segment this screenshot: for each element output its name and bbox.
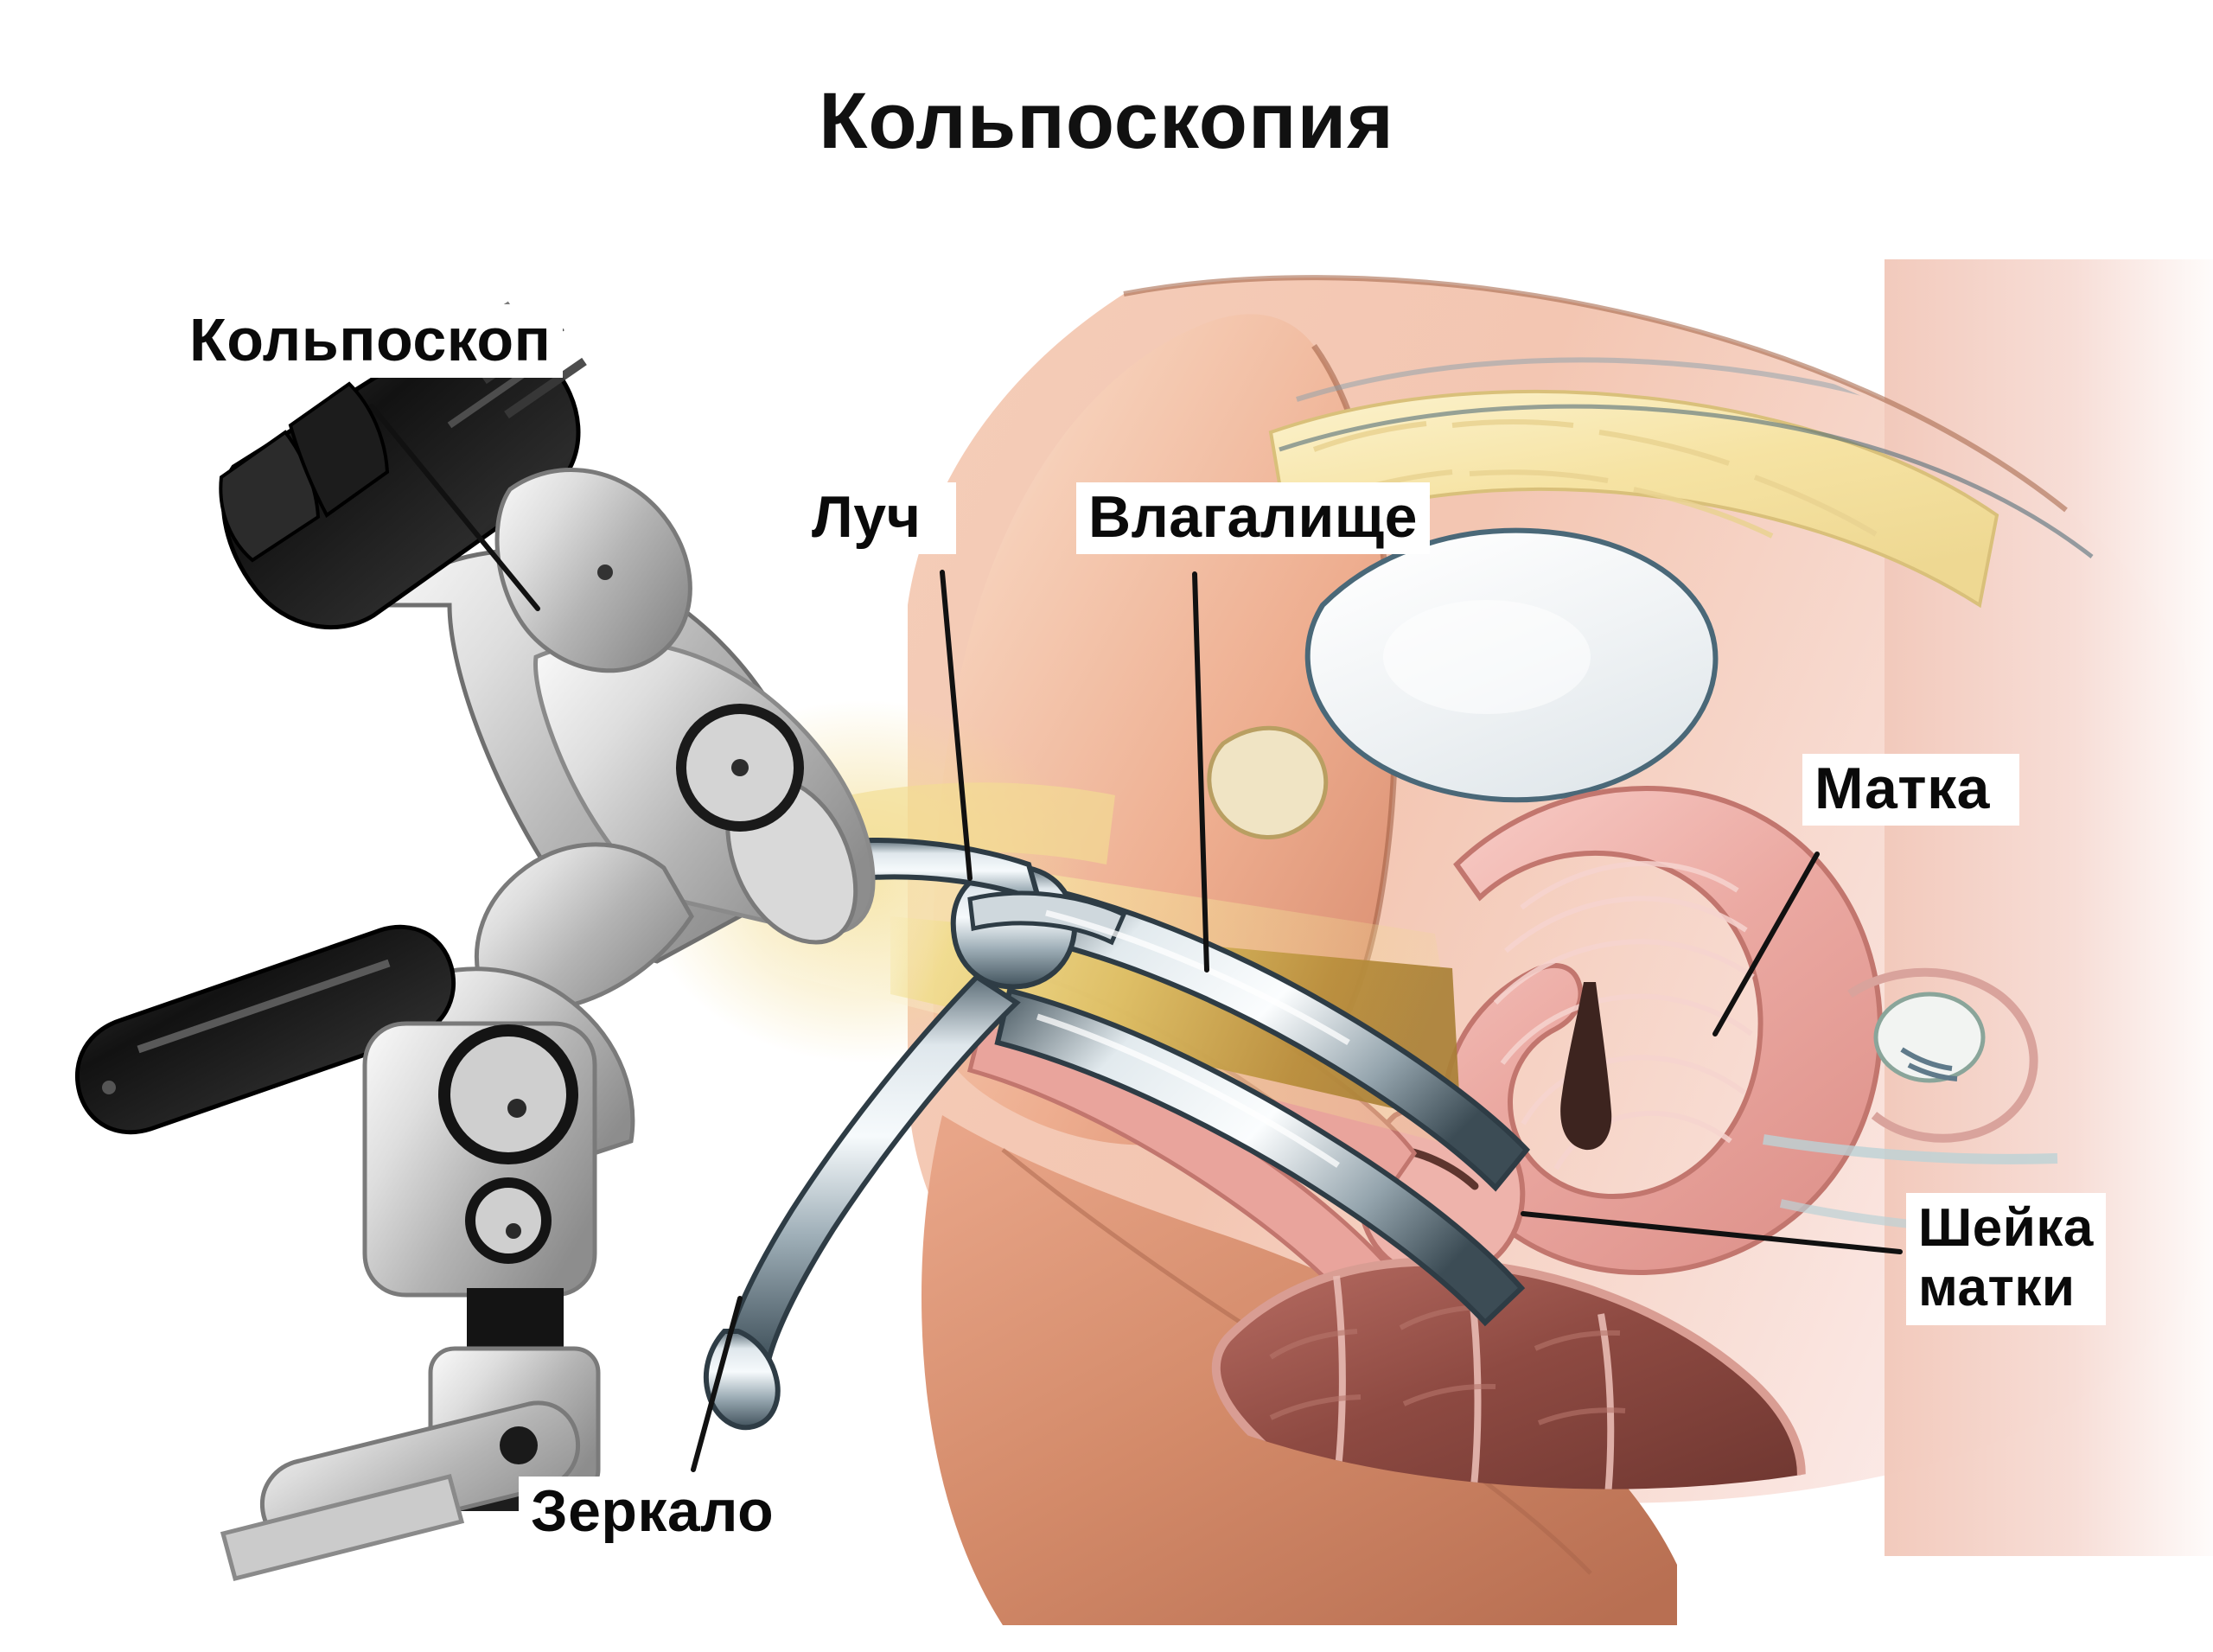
pubic-bone: [1207, 725, 1329, 839]
leader-uterus: [1712, 852, 1820, 1036]
leader-lines: [369, 404, 1903, 1472]
bladder-highlight: [1383, 600, 1591, 714]
label-beam: Луч: [800, 482, 956, 555]
leader-vagina: [1192, 571, 1209, 973]
rectum-inner-texture: [1269, 1304, 1626, 1426]
endometrial-cavity: [1560, 982, 1612, 1151]
leader-speculum: [691, 1296, 743, 1472]
leader-colposcope: [369, 404, 540, 611]
torso-outline: [1123, 275, 2068, 513]
peritoneum-line: [1279, 404, 2094, 558]
label-uterus: Матка: [1802, 754, 2019, 826]
colposcope-collar: [494, 468, 692, 673]
base-lower-plate: [220, 1473, 465, 1582]
focus-knob-large-center: [731, 759, 749, 776]
fat-layer-anterior: [1268, 389, 1999, 609]
handle-highlight: [137, 959, 391, 1054]
ovary: [1847, 967, 2038, 1143]
fine-adjust-knob-center: [506, 1223, 521, 1239]
label-cervix: Шейка матки: [1906, 1193, 2106, 1325]
page-title: Кольпоскопия: [819, 77, 1394, 165]
label-vagina: Влагалище: [1076, 482, 1430, 555]
colposcope-device: [74, 301, 876, 1582]
colposcope-arm: [475, 842, 694, 1012]
base-pivot-screw: [500, 1426, 538, 1464]
speculum-lower-blade: [994, 987, 1526, 1327]
column-sleeve-dark: [467, 1288, 564, 1361]
eyepiece-rim-right: [288, 381, 390, 518]
collar-screw: [597, 564, 613, 580]
broad-ligament: [1763, 1134, 2058, 1164]
torso-right-fade: [1885, 259, 2213, 1556]
coarse-adjust-knob-center: [507, 1099, 526, 1118]
uterus-muscle-layers: [1493, 861, 1755, 1170]
label-colposcope: Кольпоскоп: [177, 304, 564, 379]
label-speculum: Зеркало: [519, 1477, 787, 1549]
speculum-highlight: [1036, 909, 1350, 1168]
leader-beam: [940, 570, 973, 881]
uterus: [1441, 785, 1884, 1275]
coarse-adjust-knob: [438, 1024, 578, 1164]
handle-end-dot: [102, 1081, 116, 1094]
speculum-upper-blade: [1004, 880, 1531, 1192]
speculum-thumb-screw: [967, 890, 1127, 946]
fine-adjust-knob: [465, 1177, 552, 1264]
leader-cervix: [1521, 1211, 1903, 1254]
